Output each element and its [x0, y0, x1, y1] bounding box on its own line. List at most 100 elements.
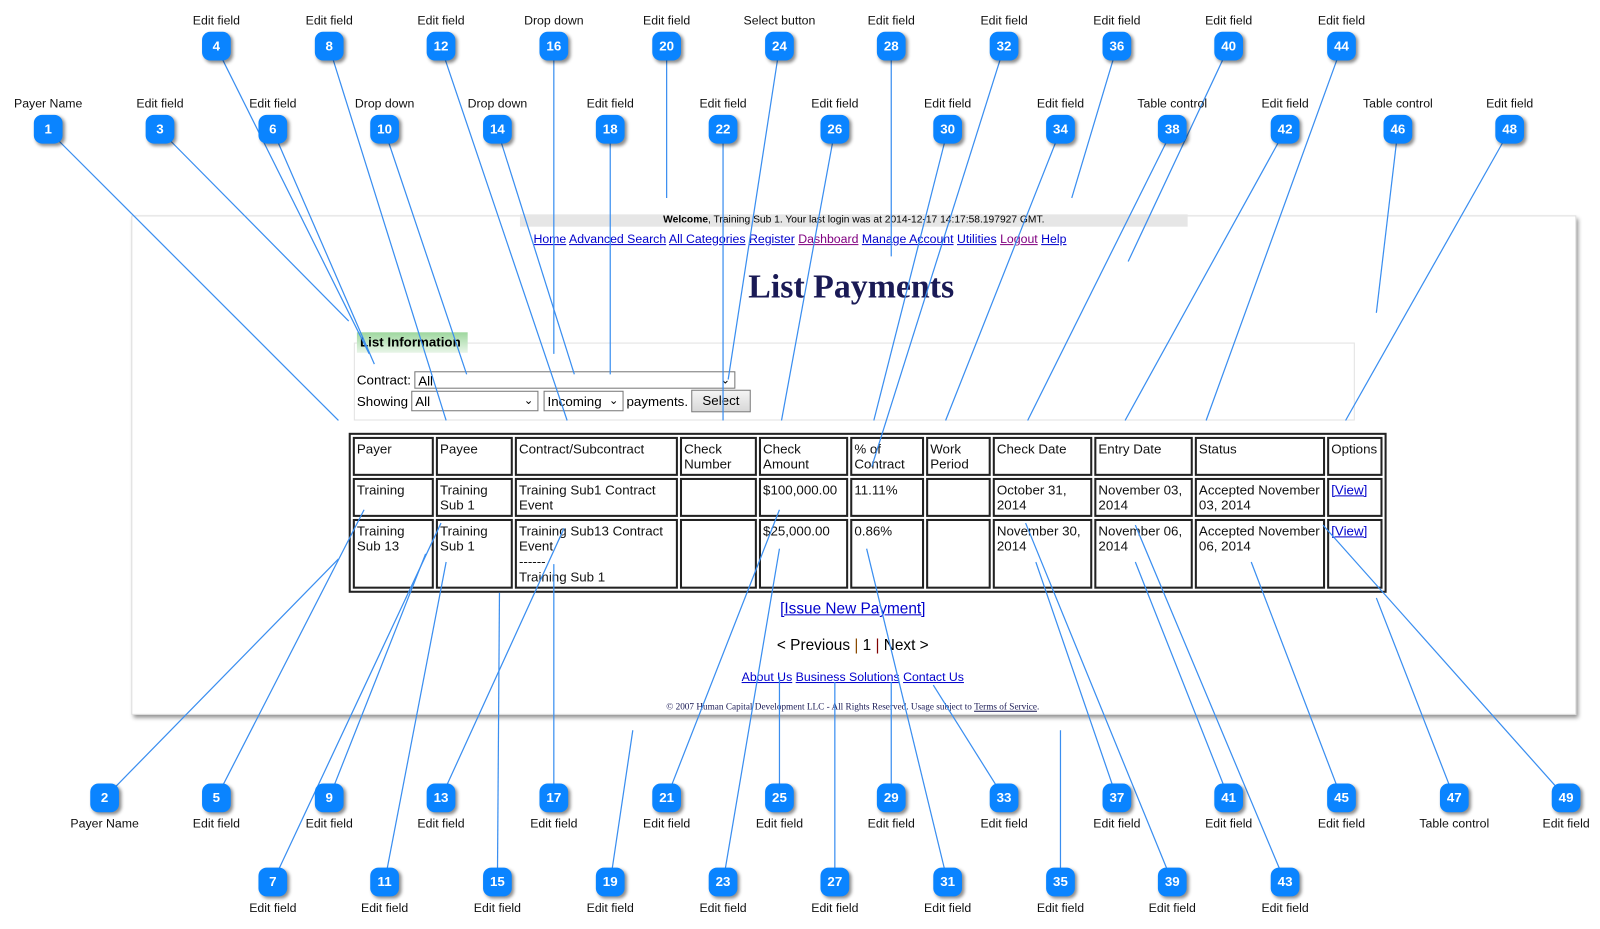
leader-line	[215, 509, 365, 799]
callout-label: Edit field	[586, 900, 634, 915]
leader-line	[866, 548, 949, 883]
check-amount-cell: $100,000.00	[758, 477, 849, 517]
callout-badge: 18	[595, 114, 625, 144]
callout-label: Edit field	[867, 816, 915, 831]
nav-utilities[interactable]: Utilities	[956, 231, 997, 247]
direction-dropdown[interactable]: Incoming⌄	[543, 390, 624, 412]
callout-badge: 17	[539, 783, 569, 813]
header-entry-date: Entry Date	[1094, 436, 1193, 476]
nav-advanced-search[interactable]: Advanced Search	[569, 231, 667, 247]
issue-new-payment-link[interactable]: [Issue New Payment]	[780, 599, 926, 618]
contract-label: Contract:	[356, 372, 412, 388]
header-work-period: Work Period	[926, 436, 991, 476]
callout-badge: 38	[1157, 114, 1187, 144]
leader-line	[496, 130, 575, 375]
callout-badge: 19	[595, 867, 625, 897]
leader-line	[159, 129, 350, 322]
leader-line	[496, 592, 501, 883]
callout-label: Edit field	[980, 816, 1028, 831]
callout-badge: 12	[426, 31, 456, 61]
copyright-text: © 2007 Human Capital Development LLC - A…	[666, 701, 975, 712]
next-page[interactable]: Next >	[883, 636, 929, 655]
leader-line	[1124, 129, 1286, 421]
previous-page[interactable]: < Previous	[776, 636, 851, 655]
leader-line	[666, 509, 781, 799]
table-row: Training Sub 13 Training Sub 1 Training …	[352, 518, 1383, 589]
leader-line	[440, 527, 565, 799]
callout-badge: 36	[1102, 31, 1132, 61]
callout-badge: 25	[765, 783, 794, 813]
leader-line	[727, 47, 781, 380]
callout-label: Edit field	[1261, 900, 1309, 915]
table-header-row: Payer Payee Contract/Subcontract Check N…	[352, 436, 1383, 476]
terms-of-service-link[interactable]: Terms of Service	[974, 701, 1037, 712]
business-solutions-link[interactable]: Business Solutions	[795, 669, 900, 685]
callout-badge: 41	[1214, 783, 1244, 813]
callout-label: Drop down	[524, 13, 584, 28]
leader-line	[780, 130, 836, 421]
leader-line	[871, 46, 1005, 467]
nav-register[interactable]: Register	[748, 231, 795, 247]
callout-badge: 8	[314, 31, 344, 61]
leader-line	[1375, 597, 1455, 799]
callout-label: Edit field	[924, 900, 972, 915]
callout-badge: 2	[90, 783, 119, 813]
nav-all-categories[interactable]: All Categories	[668, 231, 746, 247]
leader-line	[609, 730, 634, 883]
leader-line	[1322, 524, 1567, 799]
payments-label: payments.	[626, 393, 689, 409]
callout-badge: 37	[1102, 783, 1132, 813]
callout-label: Edit field	[305, 816, 353, 831]
contract-dropdown[interactable]: All⌄	[414, 371, 736, 389]
check-date-cell: October 31, 2014	[992, 477, 1093, 517]
callout-badge: 28	[876, 31, 906, 61]
view-link[interactable]: [View]	[1331, 523, 1368, 539]
nav-logout[interactable]: Logout	[1000, 231, 1038, 247]
select-button[interactable]: Select	[691, 389, 751, 413]
header-check-number: Check Number	[679, 436, 757, 476]
contact-us-link[interactable]: Contact Us	[903, 669, 964, 685]
header-status: Status	[1194, 436, 1326, 476]
leader-line	[722, 548, 781, 883]
view-link[interactable]: [View]	[1331, 482, 1368, 498]
contract-cell: Training Sub1 Contract Event	[514, 477, 678, 517]
nav-dashboard[interactable]: Dashboard	[798, 231, 859, 247]
check-number-cell	[679, 518, 757, 589]
contract-value: All	[418, 373, 434, 389]
contract-name: Training Sub13 Contract Event	[518, 523, 663, 554]
showing-dropdown[interactable]: All⌄	[411, 390, 539, 412]
header-check-date: Check Date	[992, 436, 1093, 476]
callout-label: Drop down	[354, 96, 415, 111]
callout-label: Edit field	[136, 96, 184, 111]
status-cell: Accepted November 03, 2014	[1194, 477, 1326, 517]
nav-home[interactable]: Home	[533, 231, 567, 247]
pagination: < Previous | 1 | Next >	[0, 637, 1600, 654]
callout-label: Edit field	[473, 900, 522, 915]
callout-badge: 47	[1439, 783, 1469, 813]
nav-manage-account[interactable]: Manage Account	[861, 231, 954, 247]
nav-help[interactable]: Help	[1041, 231, 1067, 247]
leader-line	[272, 522, 442, 883]
contract-cell: Training Sub13 Contract Event------Train…	[514, 518, 678, 589]
callout-badge: 26	[820, 114, 850, 144]
options-cell: [View]	[1327, 518, 1383, 589]
callout-badge: 32	[989, 31, 1019, 61]
callout-badge: 31	[933, 867, 963, 897]
